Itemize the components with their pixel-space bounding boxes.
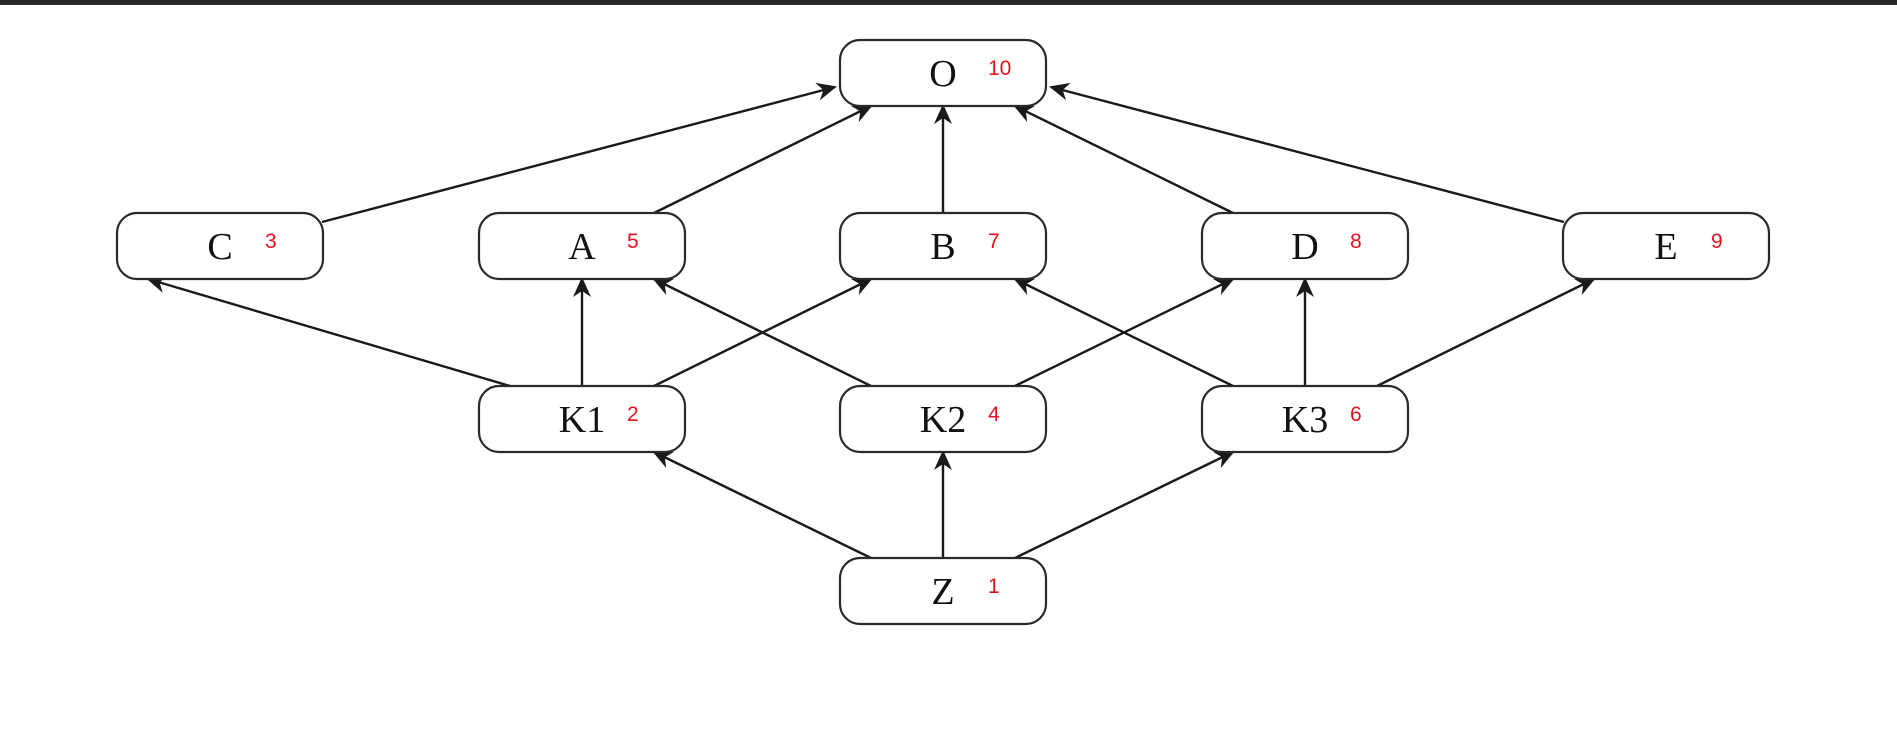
edge-k3-to-e [1376, 277, 1596, 388]
node-box [1561, 211, 1771, 281]
node-o: O 10 [838, 38, 1048, 108]
node-order-number: 3 [265, 230, 277, 253]
node-box [838, 38, 1048, 108]
node-order-number: 1 [988, 575, 1000, 598]
node-label: O [929, 53, 956, 95]
node-label: E [1654, 226, 1677, 268]
edge-d-to-o [1013, 104, 1234, 215]
node-box [115, 211, 325, 281]
node-order-number: 10 [988, 57, 1011, 80]
node-label: A [568, 226, 596, 268]
node-k1: K1 2 [477, 384, 687, 454]
top-bar [0, 0, 1897, 5]
node-box [1200, 211, 1410, 281]
node-order-number: 7 [988, 230, 1000, 253]
node-k2: K2 4 [838, 384, 1048, 454]
node-box [477, 384, 687, 454]
node-label: Z [931, 571, 954, 613]
node-label: D [1291, 226, 1318, 268]
node-order-number: 4 [988, 403, 1000, 426]
edge-k3-to-b [1013, 277, 1234, 388]
node-label: K3 [1282, 399, 1328, 441]
node-order-number: 2 [627, 403, 639, 426]
node-box [1200, 384, 1410, 454]
node-label: B [930, 226, 955, 268]
node-k3: K3 6 [1200, 384, 1410, 454]
node-order-number: 5 [627, 230, 639, 253]
edge-k2-to-a [652, 277, 872, 388]
node-box [477, 211, 687, 281]
node-label: K2 [920, 399, 966, 441]
node-box [838, 211, 1048, 281]
node-order-number: 6 [1350, 403, 1362, 426]
node-order-number: 8 [1350, 230, 1362, 253]
node-order-number: 9 [1711, 230, 1723, 253]
node-box [838, 384, 1048, 454]
node-label: C [207, 226, 232, 268]
edge-e-to-o [1049, 82, 1565, 224]
node-box [838, 556, 1048, 626]
edges-layer [146, 82, 1596, 560]
node-label: K1 [559, 399, 605, 441]
edge-a-to-o [653, 104, 873, 215]
edge-c-to-o [321, 82, 837, 224]
edge-k1-to-c [146, 275, 511, 388]
edge-z-to-k1 [652, 450, 872, 560]
edge-z-to-k3 [1014, 450, 1235, 560]
